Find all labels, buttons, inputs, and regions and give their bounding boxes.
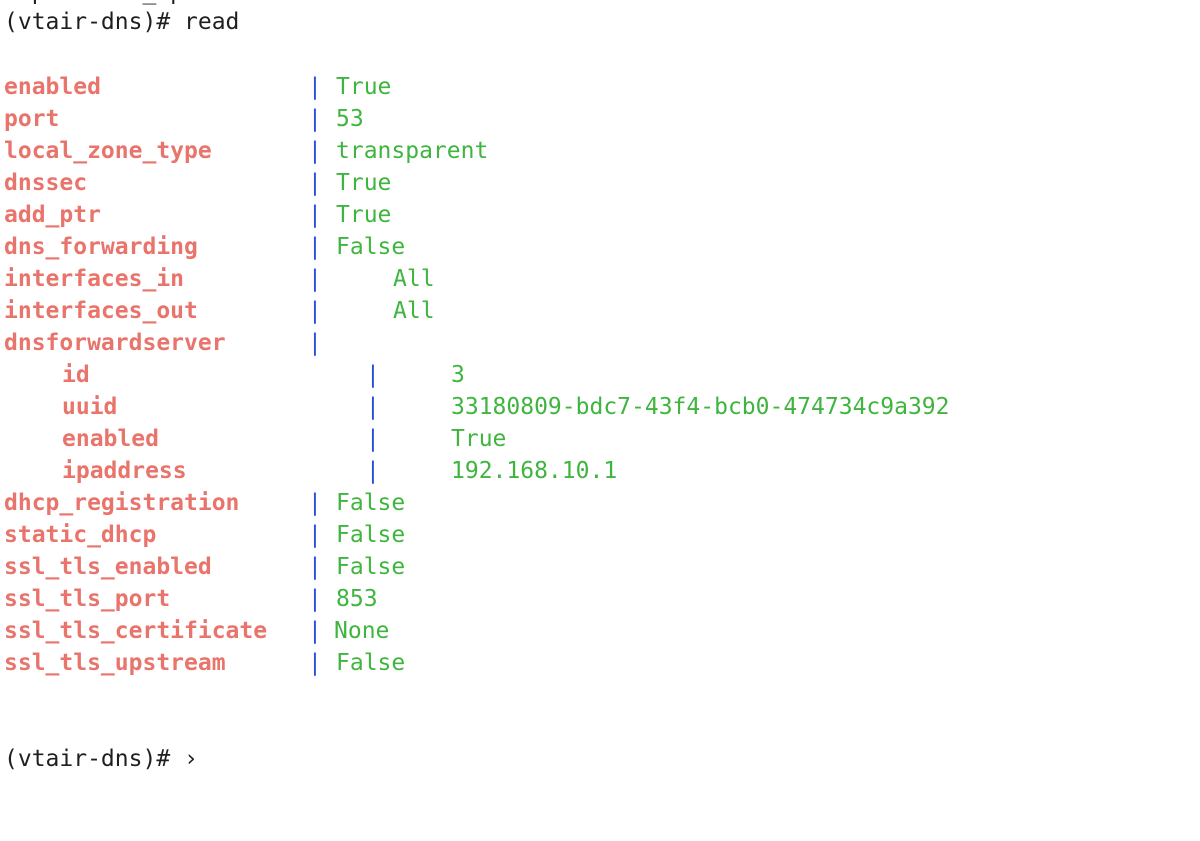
- row-value: 53: [336, 106, 364, 132]
- row-value: False: [336, 490, 406, 516]
- row-key: add_ptr: [4, 202, 101, 228]
- read-command-prompt: (vtair-dns)# read: [4, 9, 240, 35]
- row-value: False: [336, 554, 406, 580]
- row-separator: |: [308, 618, 322, 644]
- row-separator: |: [308, 138, 322, 164]
- row-key: dnssec: [4, 170, 88, 196]
- row-key: dhcp_registration: [4, 490, 240, 516]
- sub-row-key: enabled: [62, 426, 159, 452]
- sub-row-value: 33180809-bdc7-43f4-bcb0-474734c9a392: [451, 394, 950, 420]
- row-key: ssl_tls_upstream: [4, 650, 226, 676]
- sub-row-key: uuid: [62, 394, 118, 420]
- row-value: transparent: [336, 138, 489, 164]
- row-key: local_zone_type: [4, 138, 212, 164]
- row-separator: |: [308, 202, 322, 228]
- row-key: dnsforwardserver: [4, 330, 226, 356]
- row-separator: |: [308, 106, 322, 132]
- row-separator: |: [308, 490, 322, 516]
- row-value: True: [336, 202, 392, 228]
- sub-row-key: ipaddress: [62, 458, 187, 484]
- sub-row-value: 3: [451, 362, 465, 388]
- row-separator: |: [308, 650, 322, 676]
- row-value: True: [336, 74, 392, 100]
- row-key: interfaces_out: [4, 298, 198, 324]
- row-separator: |: [308, 330, 322, 356]
- row-separator: |: [308, 586, 322, 612]
- row-value: False: [336, 234, 406, 260]
- row-key: ssl_tls_enabled: [4, 554, 212, 580]
- row-value: True: [336, 170, 392, 196]
- sub-row-value: 192.168.10.1: [451, 458, 618, 484]
- row-key: interfaces_in: [4, 266, 185, 292]
- command-input-line[interactable]: (vtair-dns)# ›: [4, 743, 198, 775]
- row-key: ssl_tls_port: [4, 586, 171, 612]
- row-value: False: [336, 522, 406, 548]
- row-value: All: [393, 266, 435, 292]
- sub-row-key: id: [62, 362, 90, 388]
- sub-row-separator: |: [366, 426, 380, 452]
- previous-command-line: > pdns dns_update: [4, 0, 239, 8]
- row-key: enabled: [4, 74, 101, 100]
- row-value: 853: [336, 586, 378, 612]
- row-separator: |: [308, 554, 322, 580]
- sub-row-separator: |: [366, 458, 380, 484]
- row-key: port: [4, 106, 60, 132]
- row-separator: |: [308, 234, 322, 260]
- row-key: ssl_tls_certificate: [4, 618, 268, 644]
- row-separator: |: [308, 522, 322, 548]
- row-key: dns_forwarding: [4, 234, 198, 260]
- row-separator: |: [308, 170, 322, 196]
- row-separator: |: [308, 266, 322, 292]
- sub-row-value: True: [451, 426, 507, 452]
- sub-row-separator: |: [366, 394, 380, 420]
- cursor-icon: ›: [184, 746, 198, 772]
- row-separator: |: [308, 74, 322, 100]
- sub-row-separator: |: [366, 362, 380, 388]
- row-separator: |: [308, 298, 322, 324]
- row-key: static_dhcp: [4, 522, 157, 548]
- final-prompt: (vtair-dns)#: [4, 746, 185, 772]
- row-value: All: [393, 298, 435, 324]
- row-value: None: [334, 618, 390, 644]
- row-value: False: [336, 650, 406, 676]
